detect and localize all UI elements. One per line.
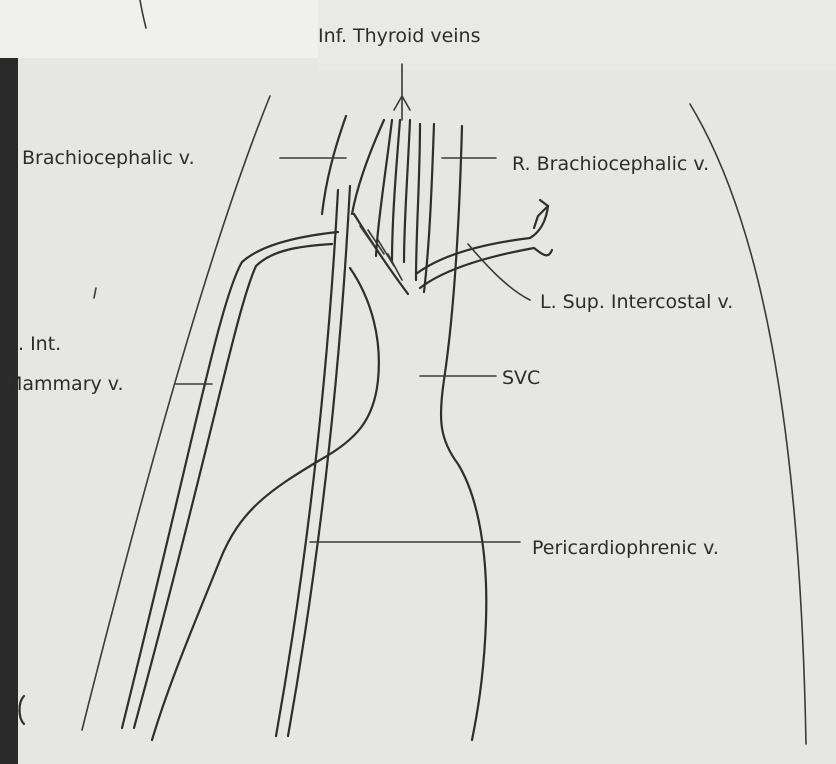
label-r-brachiocephalic: R. Brachiocephalic v. — [512, 153, 709, 175]
label-l-brachiocephalic: Brachiocephalic v. — [22, 147, 195, 169]
label-svc: SVC — [502, 367, 540, 389]
paper-fragment-top-left — [0, 0, 318, 58]
label-l-sup-intercostal: L. Sup. Intercostal v. — [540, 291, 733, 313]
label-int-mammary-line1: . Int. — [18, 333, 61, 355]
label-pericardiophrenic: Pericardiophrenic v. — [532, 537, 719, 559]
label-inf-thyroid-veins: Inf. Thyroid veins — [318, 25, 480, 47]
label-int-mammary-line2: Mammary v. — [6, 373, 124, 395]
